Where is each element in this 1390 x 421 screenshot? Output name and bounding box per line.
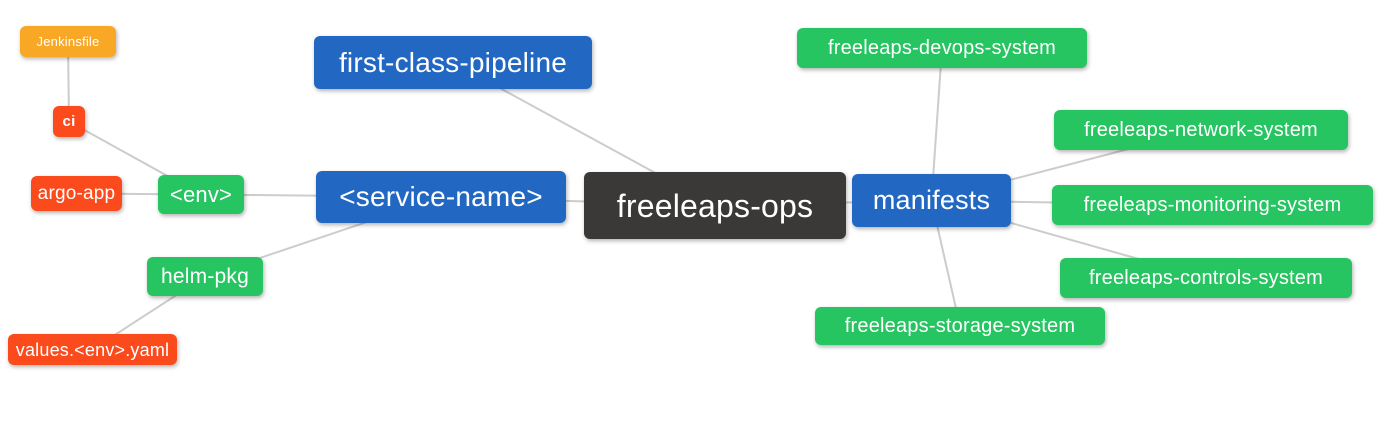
node-service-name[interactable]: <service-name>	[316, 171, 566, 223]
node-env[interactable]: <env>	[158, 175, 244, 214]
node-freeleaps-network-system[interactable]: freeleaps-network-system	[1054, 110, 1348, 150]
node-values-env-yaml[interactable]: values.<env>.yaml	[8, 334, 177, 365]
node-first-class-pipeline[interactable]: first-class-pipeline	[314, 36, 592, 89]
node-jenkinsfile[interactable]: Jenkinsfile	[20, 26, 116, 57]
node-freeleaps-devops-system[interactable]: freeleaps-devops-system	[797, 28, 1087, 68]
node-argo-app[interactable]: argo-app	[31, 176, 122, 211]
node-freeleaps-monitoring-system[interactable]: freeleaps-monitoring-system	[1052, 185, 1373, 225]
node-freeleaps-storage-system[interactable]: freeleaps-storage-system	[815, 307, 1105, 345]
node-manifests[interactable]: manifests	[852, 174, 1011, 227]
node-helm-pkg[interactable]: helm-pkg	[147, 257, 263, 296]
node-freeleaps-controls-system[interactable]: freeleaps-controls-system	[1060, 258, 1352, 298]
node-freeleaps-ops[interactable]: freeleaps-ops	[584, 172, 846, 239]
node-ci[interactable]: ci	[53, 106, 85, 137]
